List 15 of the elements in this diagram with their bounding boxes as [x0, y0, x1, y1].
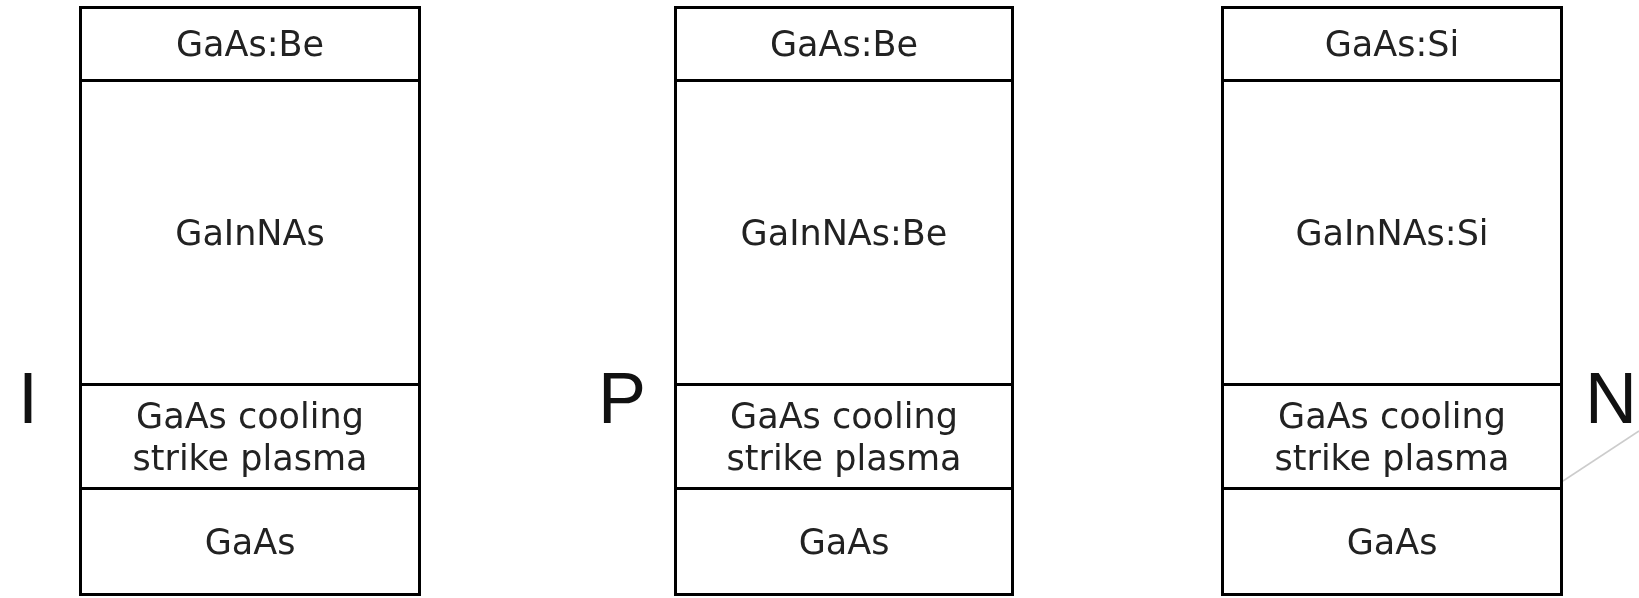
doping-type-label: I: [18, 362, 38, 434]
material-layer: GaAs: [79, 487, 421, 596]
doping-type-label: N: [1585, 362, 1637, 434]
material-layer: GaInNAs: [79, 79, 421, 386]
doping-type-label: P: [598, 362, 647, 434]
material-layer: GaInNAs:Si: [1221, 79, 1563, 386]
material-layer: GaAs: [674, 487, 1014, 596]
material-layer: GaAs:Be: [79, 6, 421, 82]
material-layer: GaAs: [1221, 487, 1563, 596]
material-layer: GaAs cooling strike plasma: [1221, 383, 1563, 490]
material-layer: GaAs cooling strike plasma: [79, 383, 421, 490]
material-layer: GaInNAs:Be: [674, 79, 1014, 386]
material-layer: GaAs:Be: [674, 6, 1014, 82]
material-layer: GaAs:Si: [1221, 6, 1563, 82]
material-layer: GaAs cooling strike plasma: [674, 383, 1014, 490]
